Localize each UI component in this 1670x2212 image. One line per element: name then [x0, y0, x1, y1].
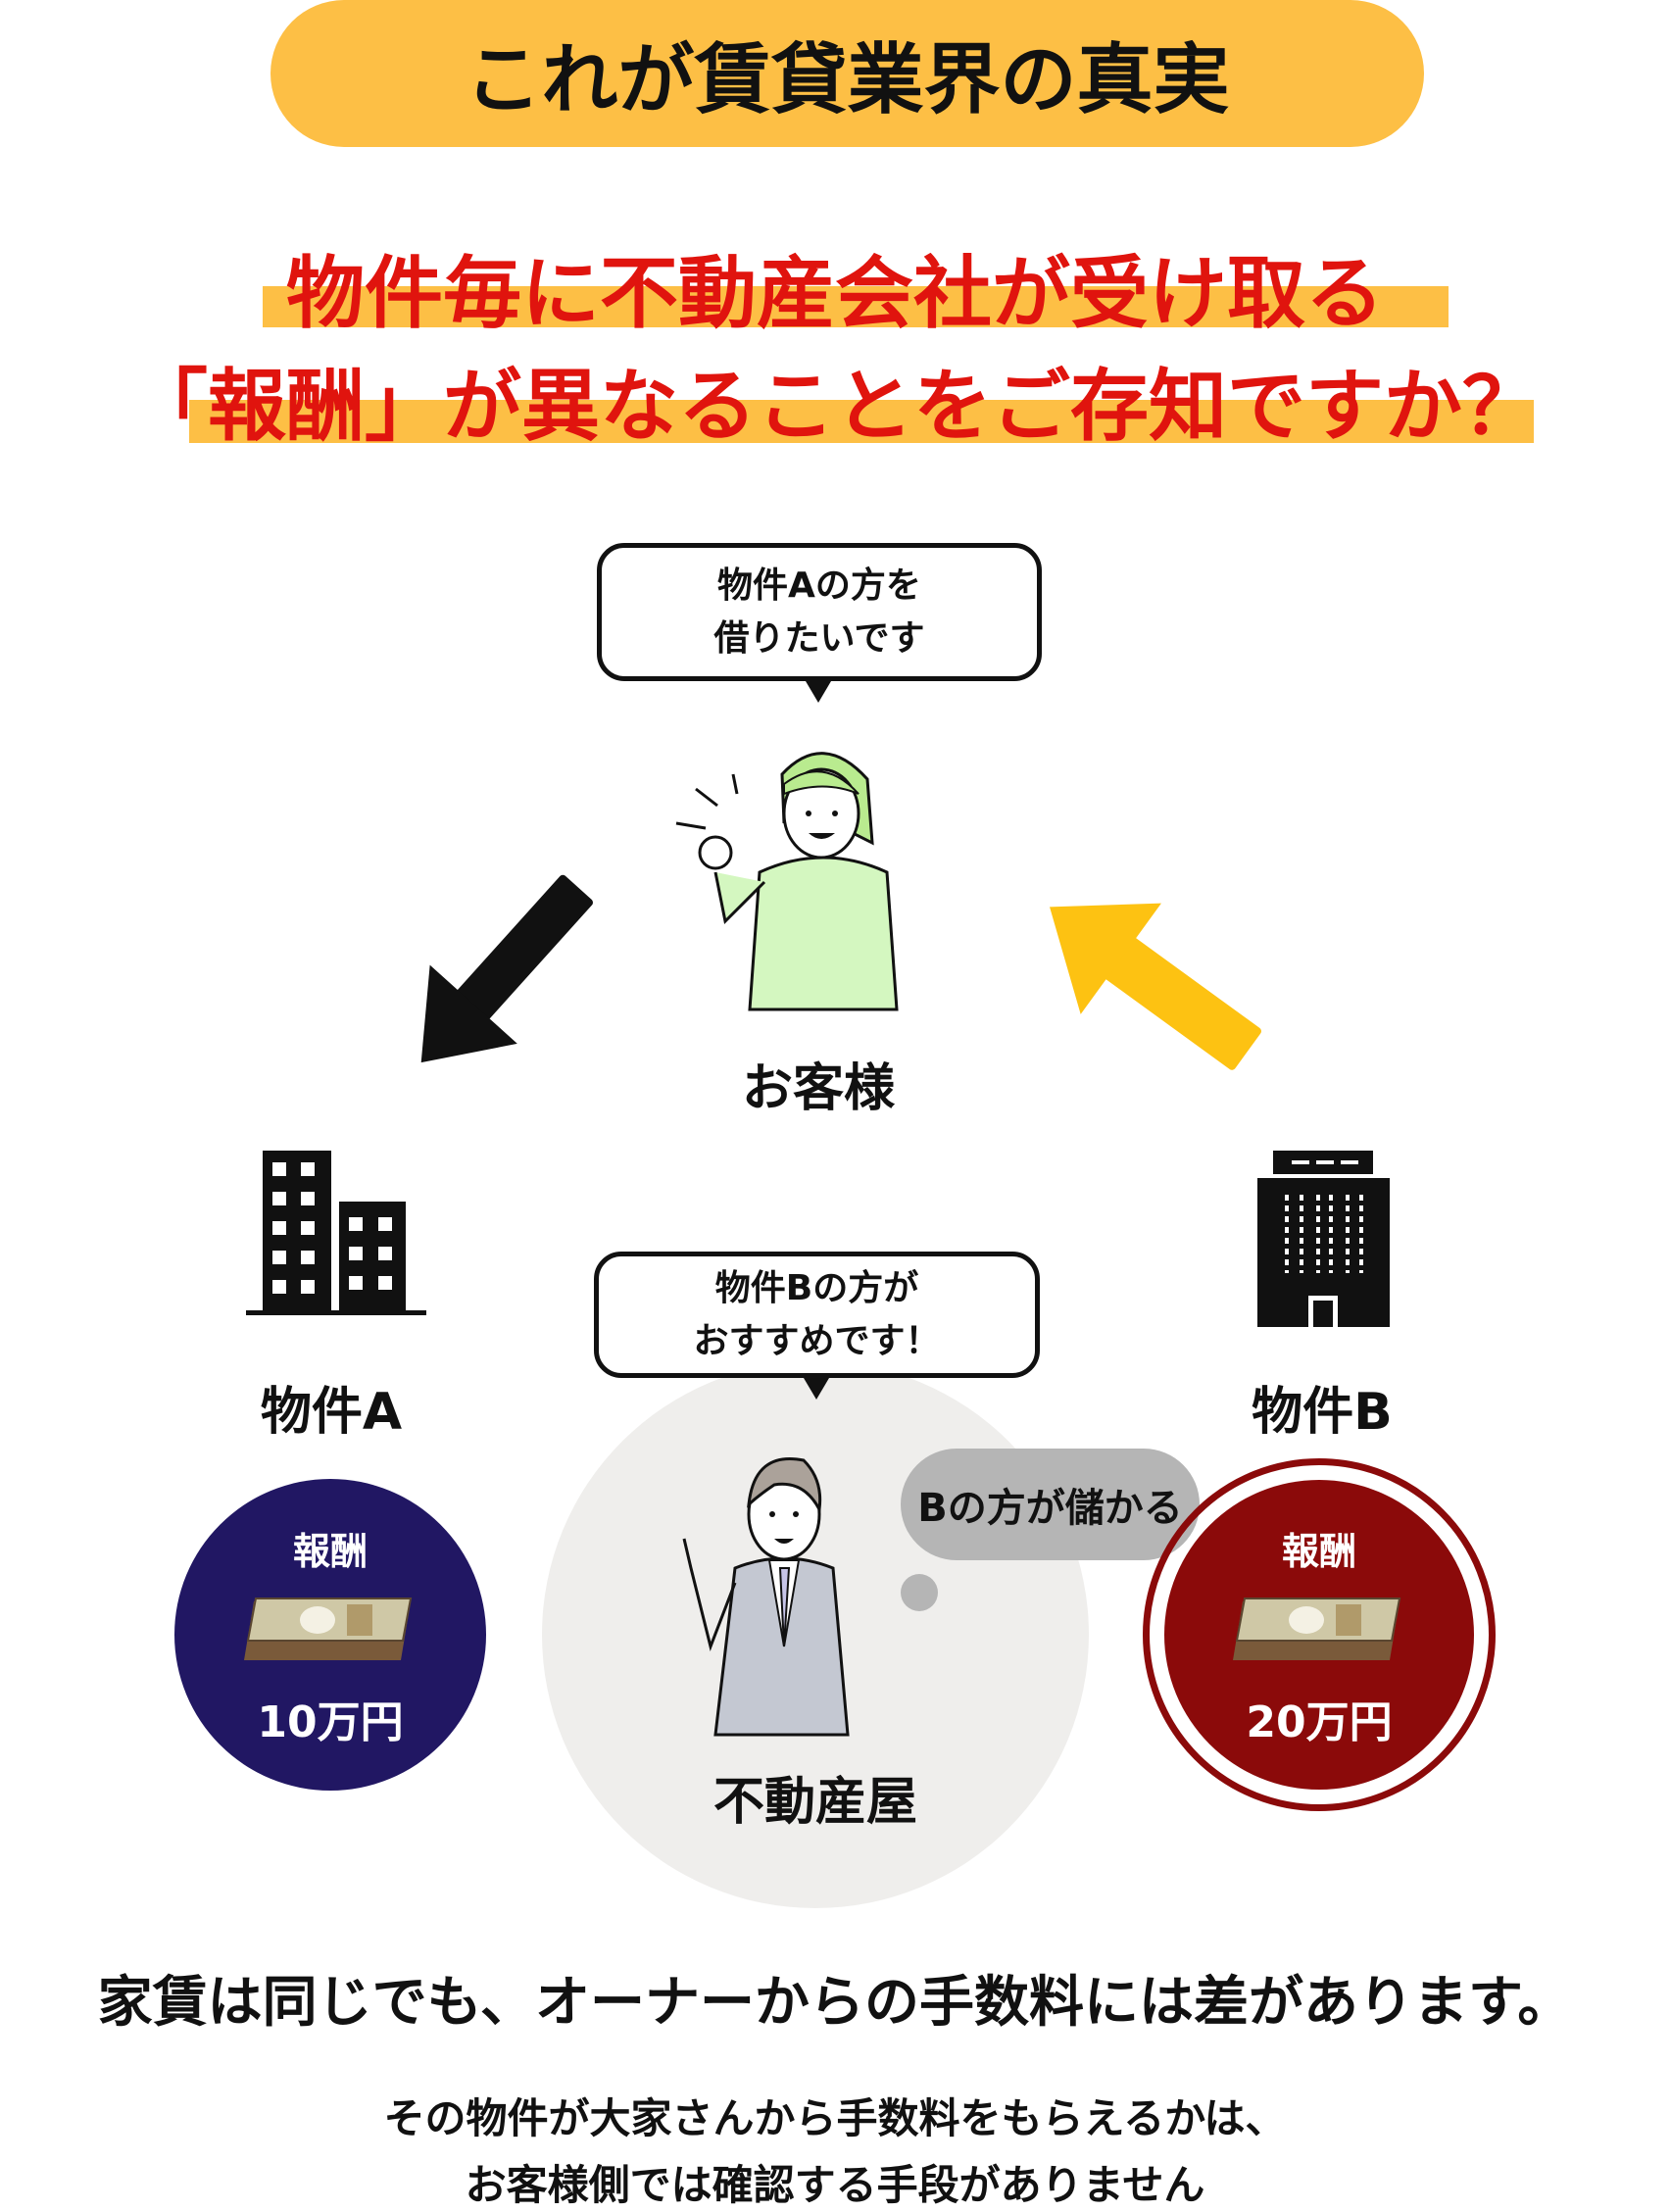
headline-line-2: 「報酬」が異なることをご存知ですか？ — [129, 361, 1541, 452]
thought-text: Bの方が儲かる — [917, 1486, 1183, 1531]
reward-b-ring — [1143, 1458, 1496, 1811]
highlight-bar-2 — [189, 400, 1534, 443]
agent-speech-bubble: 物件Bの方がおすすめです！ — [594, 1252, 1040, 1378]
reward-b-value: 20万円 — [1246, 1696, 1393, 1747]
property-a-label: 物件A — [260, 1383, 403, 1442]
speech-tail — [804, 1378, 829, 1400]
reward-a-circle: 報酬 10万円 — [174, 1479, 486, 1791]
customer-speech-line-1: 物件Aの方を — [717, 565, 921, 606]
thought-bubble: Bの方が儲かる — [901, 1449, 1200, 1560]
agent-speech-line-2: おすすめです！ — [693, 1320, 941, 1361]
agent-illustration — [682, 1457, 850, 1737]
money-stack-icon — [1233, 1597, 1401, 1660]
speech-tail — [806, 681, 831, 703]
title-banner: これが賃貸業界の真実 — [270, 0, 1424, 147]
customer-illustration — [675, 752, 899, 1011]
reward-a-value: 10万円 — [257, 1696, 404, 1747]
customer-label: お客様 — [741, 1059, 895, 1118]
highlight-bar-1 — [263, 286, 1449, 327]
reward-b-label: 報酬 — [1281, 1529, 1356, 1573]
footer-sub-line-2: お客様側では確認する手段がありません — [465, 2161, 1205, 2209]
headline-line-1: 物件毎に不動産会社が受け取る — [286, 248, 1384, 339]
thought-dot — [901, 1574, 938, 1611]
property-b-label: 物件B — [1252, 1383, 1393, 1442]
reward-a-label: 報酬 — [292, 1529, 368, 1573]
building-a-icon — [246, 1151, 426, 1315]
customer-speech-line-2: 借りたいです — [713, 617, 925, 659]
agent-label: 不動産屋 — [712, 1773, 917, 1832]
page-title: これが賃貸業界の真実 — [465, 36, 1230, 124]
arrow-to-property-a-icon — [420, 874, 593, 1063]
footer-main-text: 家賃は同じでも、オーナーからの手数料には差があります。 — [97, 1971, 1573, 2035]
agent-speech-line-1: 物件Bの方が — [714, 1267, 919, 1308]
money-stack-icon — [244, 1597, 413, 1660]
footer-sub-line-1: その物件が大家さんから手数料をもらえるかは、 — [383, 2094, 1287, 2142]
arrow-to-customer-icon — [1050, 903, 1261, 1070]
customer-speech-bubble: 物件Aの方を借りたいです — [597, 543, 1042, 681]
reward-b-circle: 報酬 20万円 — [1164, 1480, 1474, 1790]
building-b-icon — [1257, 1151, 1390, 1327]
